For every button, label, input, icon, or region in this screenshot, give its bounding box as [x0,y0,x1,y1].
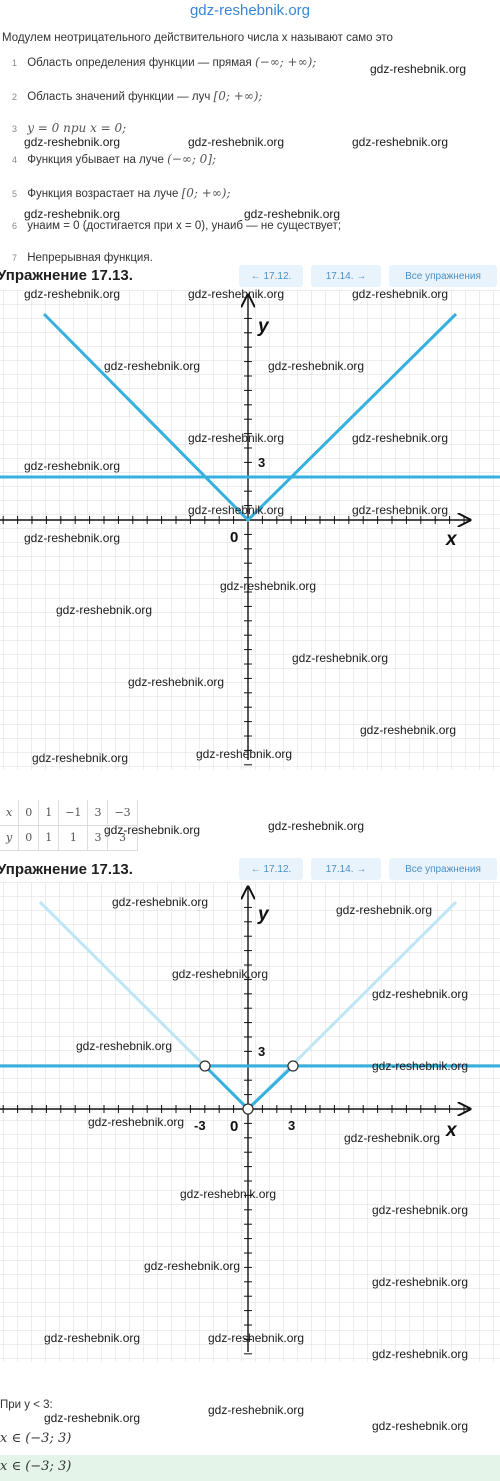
property-math: (−∞; +∞); [254,55,317,69]
property-number: 6 [12,221,18,231]
property-number: 2 [12,92,18,102]
y-tick-label-3: 3 [258,455,265,470]
property-math: [0; +∞); [181,186,231,200]
watermark: gdz-reshebnik.org [24,135,121,149]
property-text: Область значений функции — луч [27,91,214,103]
table-cell: 0 [18,825,40,851]
open-point-left [199,1060,211,1072]
watermark: gdz-reshebnik.org [208,1403,305,1417]
y-axis-label: y [257,316,270,337]
property-number: 1 [12,58,18,68]
graph-1: y x 0 3 [0,290,500,770]
y-axis-label: y [257,904,270,925]
property-text: yнаим = 0 (достигается при x = 0), yнаиб… [27,220,342,232]
x-axis-label: x [445,529,458,550]
open-point-origin [242,1103,254,1115]
watermark: gdz-reshebnik.org [372,1419,469,1433]
graph-1-canvas: y x 0 3 [0,290,500,770]
final-answer-box: x ∈ (−3; 3) [0,1455,500,1481]
property-text: y = 0 при x = 0; [27,121,127,135]
table-cell: 3 [87,825,109,851]
grid [0,290,500,770]
property-number: 4 [12,155,18,165]
open-point-right [287,1060,299,1072]
table-cell: 1 [58,825,89,851]
final-answer: x ∈ (−3; 3) [0,1459,72,1474]
table-cell: −1 [58,800,89,826]
watermark: gdz-reshebnik.org [24,207,121,221]
table-cell: 3 [107,825,138,851]
property-text: Функция убывает на луче [27,154,168,166]
watermark: gdz-reshebnik.org [352,135,449,149]
next-exercise-button[interactable]: 17.14. → [311,858,381,880]
property-number: 7 [12,253,18,263]
property-text: Непрерывная функция. [27,252,153,264]
table-row: y 0 1 1 3 3 [0,825,138,851]
watermark: gdz-reshebnik.org [188,135,285,149]
all-exercises-button[interactable]: Все упражнения [389,265,497,287]
property-number: 3 [12,124,18,134]
table-row: x 0 1 −1 3 −3 [0,800,138,826]
property-item: 4 Функция убывает на луче (−∞; 0]; [0,152,500,166]
property-math: (−∞; 0]; [167,152,217,166]
site-title[interactable]: gdz-reshebnik.org [189,2,311,19]
property-item: 1 Область определения функции — прямая (… [0,55,500,69]
x-axis-label: x [445,1120,458,1141]
property-item: 6 yнаим = 0 (достигается при x = 0), yна… [0,220,500,232]
property-item: 3 y = 0 при x = 0; [0,121,500,135]
property-item: 2 Область значений функции — луч [0; +∞)… [0,89,500,103]
property-item: 5 Функция возрастает на луче [0; +∞); [0,186,500,200]
answer-result: x ∈ (−3; 3) [0,1431,72,1446]
x-tick-label-3: 3 [288,1118,295,1133]
property-text: Функция возрастает на луче [27,188,182,200]
table-cell: −3 [107,800,138,826]
exercise-title: Упражнение 17.13. [0,861,133,878]
prev-exercise-button[interactable]: ← 17.12. [239,265,303,287]
next-exercise-button[interactable]: 17.14. → [311,265,381,287]
prev-exercise-button[interactable]: ← 17.12. [239,858,303,880]
grid [0,882,500,1362]
graph-2: y x 0 3 -3 3 [0,882,500,1362]
y-tick-label-3: 3 [258,1044,265,1059]
property-text: Область определения функции — прямая [27,57,255,69]
table-cell: 0 [18,800,40,826]
graph-2-canvas: y x 0 3 -3 3 [0,882,500,1362]
watermark: gdz-reshebnik.org [244,207,341,221]
values-table: x 0 1 −1 3 −3 y 0 1 1 3 3 [0,800,138,851]
y-axis-ticks [244,317,252,766]
property-math: [0; +∞); [213,89,263,103]
all-exercises-button[interactable]: Все упражнения [389,858,497,880]
x-tick-label-neg3: -3 [194,1118,206,1133]
property-number: 5 [12,189,18,199]
property-item: 7 Непрерывная функция. [0,252,500,264]
intro-text: Модулем неотрицательного действительного… [2,32,393,44]
table-cell: x [0,800,20,826]
table-cell: 3 [87,800,109,826]
origin-label: 0 [230,529,238,546]
watermark: gdz-reshebnik.org [44,1411,141,1425]
x-axis-ticks [2,516,465,524]
origin-label: 0 [230,1118,238,1135]
table-cell: 1 [38,800,60,826]
abs-x-graph [42,312,458,523]
watermark: gdz-reshebnik.org [268,819,365,833]
answer-condition: При y < 3: [0,1399,53,1411]
y-axis-ticks [244,906,252,1355]
table-cell: 1 [38,825,60,851]
table-cell: y [0,825,20,851]
exercise-title: Упражнение 17.13. [0,267,133,284]
